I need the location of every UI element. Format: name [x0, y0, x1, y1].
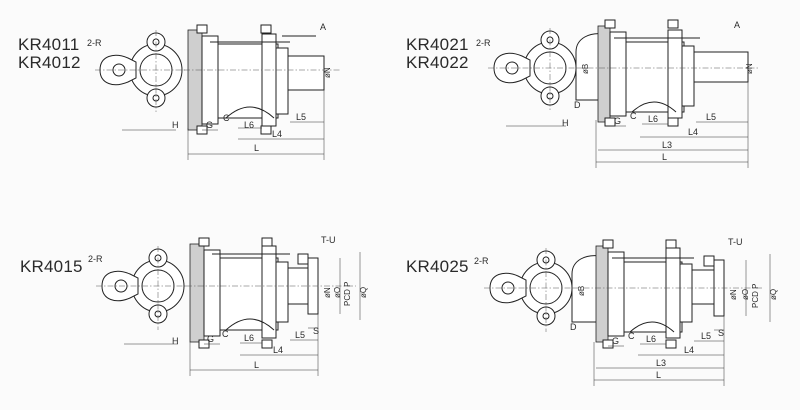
label-q: øQ: [359, 287, 368, 298]
dimensions-kr4021: [506, 82, 749, 168]
dim-l4: L4: [272, 129, 282, 139]
model-label-kr4012: KR4012: [18, 53, 81, 72]
label-c: C: [223, 113, 230, 123]
label-2r: 2-R: [87, 38, 102, 48]
label-b: øB: [581, 64, 590, 74]
dim-g: G: [206, 120, 213, 130]
label-h: H: [172, 336, 179, 346]
dim-l3: L3: [656, 358, 666, 368]
label-pcd-p: PCD P: [751, 284, 760, 308]
model-label-kr4011: KR4011: [18, 35, 80, 54]
label-s: S: [313, 326, 319, 336]
dim-l5: L5: [701, 331, 711, 341]
end-view: [95, 30, 186, 112]
label-c: C: [628, 331, 635, 341]
label-a: A: [320, 22, 326, 32]
label-2r: 2-R: [474, 256, 489, 266]
dim-l5: L5: [295, 330, 305, 340]
label-d: D: [570, 322, 577, 332]
dimensions-kr4025: [593, 254, 771, 386]
dimensions-kr4011: [122, 90, 325, 160]
label-c: C: [222, 329, 229, 339]
drawing-kr4011: 2-R A øN H C G L6 L5 L4 L: [87, 22, 340, 160]
label-n: øN: [323, 67, 332, 78]
label-o: øO: [333, 287, 342, 298]
dim-l5: L5: [296, 112, 306, 122]
label-n: øN: [745, 63, 754, 74]
dimensions-kr4015: [124, 252, 361, 376]
side-view: [571, 239, 764, 349]
label-n: øN: [323, 287, 332, 298]
dim-l6: L6: [244, 333, 254, 343]
model-label-kr4021: KR4021: [406, 35, 469, 54]
label-n: øN: [729, 289, 738, 300]
dim-g: G: [207, 334, 214, 344]
dim-l: L: [662, 152, 667, 162]
side-view: [575, 19, 760, 127]
end-view: [96, 246, 188, 330]
dim-l4: L4: [684, 345, 694, 355]
dim-l4: L4: [688, 127, 698, 137]
drawing-kr4025: 2-R T-U øN øO PCD P øQ øB S D C G L6 L5 …: [474, 237, 778, 386]
label-pcd-p: PCD P: [343, 282, 352, 306]
label-c: C: [630, 111, 637, 121]
label-a: A: [734, 20, 740, 30]
label-t-u: T-U: [321, 235, 336, 245]
dim-l6: L6: [244, 120, 254, 130]
dim-l6: L6: [646, 334, 656, 344]
dim-l: L: [656, 370, 661, 380]
label-2r: 2-R: [476, 38, 491, 48]
dim-l: L: [254, 143, 259, 153]
dim-l: L: [254, 360, 259, 370]
label-h: H: [562, 118, 569, 128]
label-o: øO: [741, 289, 750, 300]
end-view: [488, 28, 582, 110]
label-h: H: [172, 120, 179, 130]
end-view: [484, 248, 578, 332]
label-t-u: T-U: [728, 237, 743, 247]
label-q: øQ: [769, 289, 778, 300]
model-label-kr4015: KR4015: [20, 257, 83, 276]
label-s: S: [718, 328, 724, 338]
label-d: D: [574, 100, 581, 110]
dim-g: G: [614, 116, 621, 126]
dim-l6: L6: [648, 114, 658, 124]
label-2r: 2-R: [88, 254, 103, 264]
dim-l3: L3: [662, 140, 672, 150]
dim-g: G: [612, 336, 619, 346]
dim-l5: L5: [706, 112, 716, 122]
drawing-kr4021: 2-R A øN øB D H C G L6 L5 L4 L3 L: [476, 19, 760, 168]
drawing-kr4015: 2-R T-U øN øO PCD P øQ S H C G L6 L5 L4 …: [88, 235, 368, 376]
model-label-kr4022: KR4022: [406, 53, 469, 72]
label-b: øB: [577, 286, 586, 296]
model-label-kr4025: KR4025: [406, 257, 469, 276]
dim-l4: L4: [273, 345, 283, 355]
side-view: [184, 24, 340, 135]
